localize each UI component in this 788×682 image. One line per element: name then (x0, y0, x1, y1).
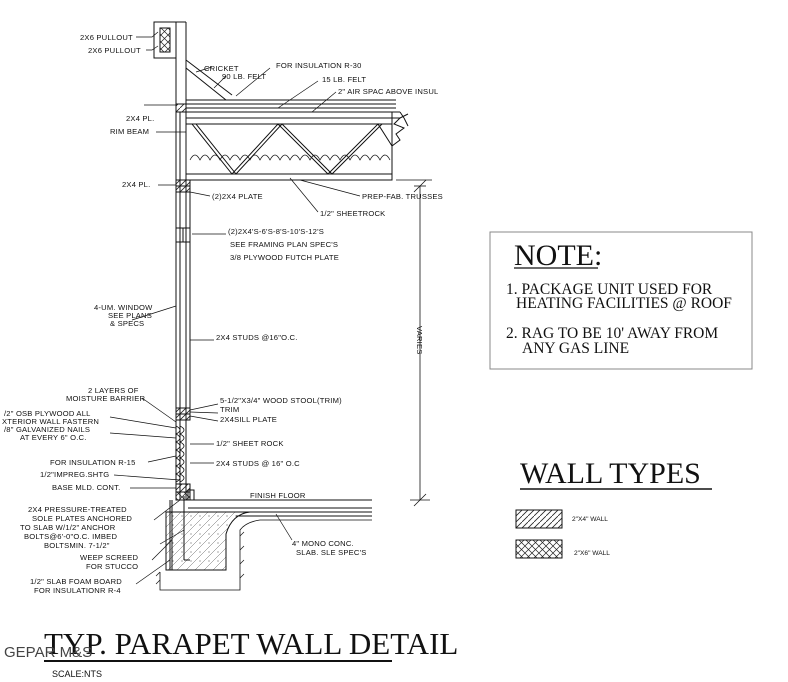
wall-section (175, 108, 195, 501)
label-stool-1: 5-1/2"X3/4" WOOD STOOL(TRIM) (220, 396, 342, 405)
label-framing-3: 3/8 PLYWOOD FUTCH PLATE (230, 253, 339, 262)
drawing-title-block: TYP. PARAPET WALL DETAIL SCALE:NTS GEPAR… (4, 626, 458, 679)
note-item-2-line-2: ANY GAS LINE (522, 340, 629, 357)
label-sole-4: BOLTS@6'-0"O.C. IMBED (24, 532, 117, 541)
watermark-text: GEPAR M&S (4, 644, 92, 661)
label-sole-5: BOLTSMIN. 7-1/2" (44, 541, 110, 550)
label-osb-4: AT EVERY 6" O.C. (20, 433, 87, 442)
leader-lines (109, 31, 361, 585)
label-slab-2: SLAB. SLE SPEC'S (296, 548, 367, 557)
drawing-scale: SCALE:NTS (52, 669, 102, 679)
label-insulation-r30: FOR INSULATION R-30 (276, 61, 362, 70)
label-felt-15: 15 LB. FELT (322, 75, 366, 84)
label-osb-3: /8" GALVANIZED NAILS (4, 425, 90, 434)
label-plate-mid: 2X4 PL. (122, 180, 150, 189)
label-moisture-1: 2 LAYERS OF (88, 386, 139, 395)
label-sole-2: SOLE PLATES ANCHORED (32, 514, 132, 523)
label-sole-3: TO SLAB W/1/2" ANCHOR (20, 523, 116, 532)
note-item-2-line-1: 2. RAG TO BE 10' AWAY FROM (506, 325, 718, 342)
note-box: NOTE: 1. PACKAGE UNIT USED FOR HEATING F… (489, 231, 753, 370)
callout-labels: 2X6 PULLOUT 2X6 PULLOUT CRICKET FOR INSU… (2, 33, 443, 595)
parapet-structure (153, 21, 400, 113)
label-trusses: PREP-FAB. TRUSSES (362, 192, 443, 201)
label-sheet-rock: 1/2" SHEET ROCK (216, 439, 284, 448)
label-stool-2: TRIM (220, 405, 239, 414)
label-pullout-bottom: 2X6 PULLOUT (88, 46, 141, 55)
wall-types-legend: WALL TYPES 2"X4" WALL 2"X6" WALL (515, 457, 712, 559)
drawing-title: TYP. PARAPET WALL DETAIL (44, 626, 458, 661)
label-plate-top: 2X4 PL. (126, 114, 154, 123)
label-finish-floor: FINISH FLOOR (250, 491, 306, 500)
label-weep-2: FOR STUCCO (86, 562, 138, 571)
wall-types-title: WALL TYPES (520, 457, 701, 490)
label-framing-1: (2)2X4'S-6'S-8'S-10'S-12'S (228, 227, 324, 236)
wall-type-2x6-label: 2"X6" WALL (574, 550, 610, 557)
varies-dimension (396, 179, 432, 507)
note-title: NOTE: (514, 239, 602, 272)
wall-type-2x6-swatch (515, 539, 563, 559)
label-slab-1: 4" MONO CONC. (292, 539, 354, 548)
note-item-1-line-1: 1. PACKAGE UNIT USED FOR (506, 281, 713, 298)
label-varies: VARIES (415, 326, 424, 355)
label-window-3: & SPECS (110, 319, 144, 328)
label-foam-2: FOR INSULATIONR R-4 (34, 586, 121, 595)
label-pullout-top: 2X6 PULLOUT (80, 33, 133, 42)
label-sole-1: 2X4 PRESSURE-TREATED (28, 505, 127, 514)
label-window-2: SEE PLANS (108, 311, 152, 320)
label-impreg: 1/2"IMPREG.SHTG (40, 470, 109, 479)
label-rim-beam: RIM BEAM (110, 127, 149, 136)
label-foam-1: 1/2" SLAB FOAM BOARD (30, 577, 122, 586)
label-sheetrock-half: 1/2" SHEETROCK (320, 209, 385, 218)
label-moisture-2: MOISTURE BARRIER (66, 394, 145, 403)
label-base-mld: BASE MLD. CONT. (52, 483, 120, 492)
label-osb-2: XTERIOR WALL FASTERN (2, 417, 99, 426)
label-osb-1: /2" OSB PLYWOOD ALL (4, 409, 91, 418)
wall-type-2x4-swatch (515, 509, 563, 529)
slab-foundation (155, 496, 372, 591)
label-framing-2: SEE FRAMING PLAN SPEC'S (230, 240, 338, 249)
label-studs-upper: 2X4 STUDS @16"O.C. (216, 333, 298, 342)
label-insulation-r15: FOR INSULATION R-15 (50, 458, 136, 467)
label-felt-90: 90 LB. FELT (222, 72, 266, 81)
note-item-1-line-2: HEATING FACILITIES @ ROOF (516, 295, 732, 312)
label-cricket: CRICKET (204, 64, 239, 73)
label-double-plate: (2)2X4 PLATE (212, 192, 263, 201)
label-weep-1: WEEP SCREED (80, 553, 138, 562)
wall-type-2x4-label: 2"X4" WALL (572, 516, 608, 523)
label-window-1: 4-UM. WINDOW (94, 303, 153, 312)
prefab-truss (185, 111, 409, 181)
label-air-space: 2" AIR SPAC ABOVE INSUL (338, 87, 438, 96)
label-studs-lower: 2X4 STUDS @ 16" O.C (216, 459, 300, 468)
label-sill-plate: 2X4SILL PLATE (220, 415, 277, 424)
